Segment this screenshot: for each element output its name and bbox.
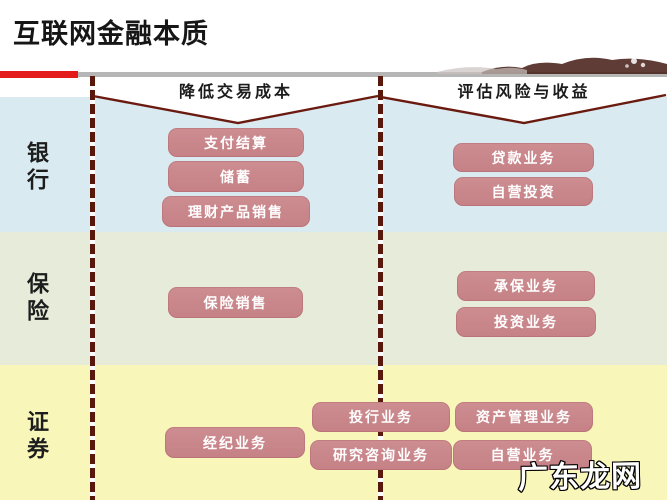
blossom-dot [625, 64, 629, 68]
box-proprietary-business: 自营业务 [453, 440, 592, 470]
box-research-consulting: 研究咨询业务 [310, 440, 452, 470]
row-label-bank: 银行 [24, 141, 49, 195]
row-label-securities: 证券 [24, 410, 49, 464]
accent-bar-red [0, 71, 78, 78]
row-label-insurance: 保险 [24, 272, 49, 326]
watermark: 广东龙网 [517, 459, 644, 496]
box-payment-settlement: 支付结算 [168, 128, 304, 157]
page-title: 互联网金融本质 [13, 19, 209, 49]
box-investment-business: 投资业务 [456, 307, 596, 337]
box-savings: 储蓄 [168, 161, 304, 192]
box-underwriting-business: 承保业务 [457, 271, 595, 301]
row-band-securities [0, 365, 667, 500]
box-asset-management: 资产管理业务 [455, 402, 593, 432]
corner-decoration [437, 57, 667, 74]
function-column-divider [378, 76, 383, 500]
blossom-dot [631, 58, 637, 64]
column-header-reduce-cost: 降低交易成本 [178, 84, 293, 101]
accent-bar-gray [78, 72, 667, 77]
column-header-assess-risk: 评估风险与收益 [457, 84, 591, 101]
box-wealth-product-sales: 理财产品销售 [162, 196, 310, 227]
box-loan-business: 贷款业务 [453, 143, 594, 172]
box-insurance-sales: 保险销售 [168, 287, 303, 318]
blossom-dot [640, 62, 646, 68]
box-brokerage-business: 经纪业务 [165, 427, 305, 458]
box-proprietary-investment: 自营投资 [454, 177, 593, 206]
box-investment-banking: 投行业务 [312, 402, 450, 432]
label-column-divider [90, 76, 95, 500]
